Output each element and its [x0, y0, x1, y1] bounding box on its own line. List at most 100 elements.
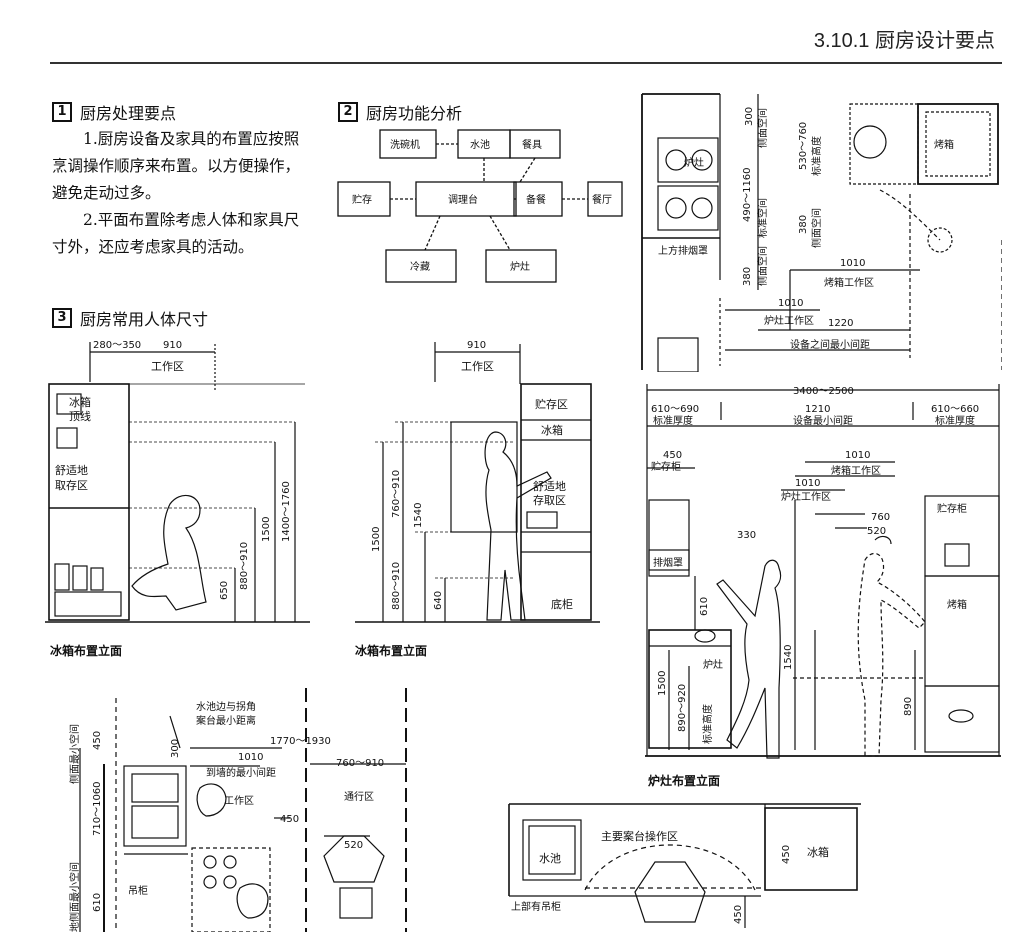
dim-1540: 1540 [413, 503, 424, 528]
fridge-elevation-1: 280～350 910 工作区 冰箱 顶线 舒适地 取存区 650 880～91… [45, 340, 310, 623]
label-to-wall-min: 到墙的最小间距 [206, 766, 276, 779]
label-comfort-b2: 存取区 [533, 493, 566, 507]
label-side-space-b: 侧面空间 [756, 246, 769, 286]
label-sink-corner-1: 水池边与拐角 [196, 700, 256, 713]
caption-fridge-2: 冰箱布置立面 [355, 644, 428, 658]
dim-610-690: 610～690 [651, 404, 699, 415]
label-exhaust-hood: 排烟罩 [653, 556, 683, 569]
label-work-zone-b: 工作区 [461, 360, 494, 373]
section2-title: 厨房功能分析 [366, 104, 463, 123]
dim-710-1060: 710～1060 [92, 781, 103, 836]
label-oven-plan: 烤箱 [934, 138, 954, 151]
label-oven-elev: 烤箱 [947, 598, 967, 611]
node-dining: 餐厅 [592, 193, 612, 206]
label-oven-work-zone-b: 烤箱工作区 [831, 464, 881, 477]
dim-640: 640 [433, 591, 444, 610]
label-standard-space: 标准空间 [756, 198, 769, 238]
label-passage-zone: 通行区 [344, 790, 374, 803]
dim-280-350: 280～350 [93, 340, 141, 351]
label-equip-min-gap: 设备最小间距 [793, 414, 853, 427]
section2-number: 2 [338, 102, 358, 122]
dim-610-sink: 610 [92, 893, 103, 912]
dim-1010-stove-a: 1010 [845, 450, 870, 461]
label-stove-plan: 炉灶 [684, 156, 704, 169]
dim-520-sink: 520 [344, 840, 363, 851]
label-fridge-b: 冰箱 [541, 423, 563, 437]
dim-530-760: 530～760 [798, 122, 809, 170]
node-serving: 备餐 [526, 193, 546, 206]
label-side-space-a: 侧面空间 [756, 108, 769, 148]
dim-880-910: 880～910 [239, 542, 250, 590]
dim-1210: 1210 [805, 404, 830, 415]
function-diagram: 洗碗机 水池 餐具 贮存 调理台 备餐 餐厅 冷藏 炉灶 [337, 129, 623, 283]
dim-3400-2500: 3400～2500 [793, 386, 854, 397]
dim-610-stove: 610 [699, 597, 710, 616]
node-box-fridge [385, 249, 457, 283]
node-dishwasher: 洗碗机 [390, 138, 420, 151]
label-top-line: 顶线 [69, 409, 91, 423]
dim-1010-stove-b: 1010 [795, 478, 820, 489]
label-std-height: 标准高度 [701, 704, 714, 744]
label-oven-work-zone: 烤箱工作区 [824, 276, 874, 289]
dim-300-sink: 300 [170, 739, 181, 758]
label-min-gap: 设备之间最小间距 [790, 338, 870, 351]
label-fridge: 冰箱 [69, 395, 91, 409]
section3-title: 厨房常用人体尺寸 [80, 310, 209, 329]
dim-450-sink: 450 [92, 731, 103, 750]
page-header-title: 3.10.1 厨房设计要点 [813, 30, 995, 52]
node-tableware: 餐具 [522, 138, 542, 151]
section3-number: 3 [52, 308, 72, 328]
label-floor-side-min-space: 地侧面最小空间 [68, 862, 81, 932]
dim-1540-stove: 1540 [783, 645, 794, 670]
label-main-counter-zone: 主要案台操作区 [601, 829, 678, 843]
dim-1220: 1220 [828, 318, 853, 329]
label-std-thickness-a: 标准厚度 [653, 414, 693, 427]
label-upper-cabinet: 上部有吊柜 [511, 900, 561, 913]
label-standard-height: 标准高度 [810, 136, 823, 176]
label-comfort-b1: 舒适地 [533, 479, 566, 493]
label-work-zone-sink: 工作区 [224, 795, 254, 807]
label-stove-elev: 炉灶 [703, 658, 723, 671]
dim-1500-b: 1500 [371, 527, 382, 552]
dim-450-counter-b: 450 [733, 905, 744, 924]
dim-1400-1760: 1400～1760 [281, 481, 292, 542]
dim-1770-1930: 1770～1930 [270, 736, 331, 747]
label-storage-cab-a: 贮存柜 [651, 460, 681, 473]
node-stove: 炉灶 [510, 260, 530, 273]
section1-paragraph-1: 1.厨房设备及家具的布置应按照烹调操作顺序来布置。以方便操作，避免走动过多。 [52, 130, 301, 202]
section1-title: 厨房处理要点 [80, 104, 177, 123]
dim-1010-top-a: 1010 [840, 258, 865, 269]
node-fridge: 冷藏 [410, 260, 430, 273]
section1-heading: 1 厨房处理要点 [52, 100, 176, 124]
dim-450-counter-a: 450 [781, 845, 792, 864]
node-sink: 水池 [470, 138, 490, 151]
label-side-space-c: 侧面空间 [810, 208, 823, 248]
node-prep-counter: 调理台 [448, 193, 478, 206]
section1-number: 1 [52, 102, 72, 122]
node-storage: 贮存 [352, 193, 372, 206]
label-storage-cab-b: 贮存柜 [937, 502, 967, 515]
section3-heading: 3 厨房常用人体尺寸 [52, 306, 208, 330]
label-hood-above: 上方排烟罩 [658, 244, 708, 257]
label-base-cabinet: 底柜 [551, 597, 573, 611]
label-comfort-2: 取存区 [55, 478, 88, 492]
dim-880-910-b: 880～910 [391, 562, 402, 610]
stove-oven-plan: 300 490～1160 380 530～760 380 1010 1010 1… [641, 93, 1002, 372]
label-stove-work-zone-b: 炉灶工作区 [781, 490, 831, 503]
caption-stove: 炉灶布置立面 [648, 774, 721, 788]
dim-490-1160: 490～1160 [742, 167, 753, 222]
dim-760-910-sink: 760～910 [336, 758, 384, 769]
label-std-thickness-b: 标准厚度 [935, 414, 975, 427]
dim-910-b: 910 [467, 340, 486, 351]
caption-fridge-1: 冰箱布置立面 [50, 644, 123, 658]
dim-760-910: 760～910 [391, 470, 402, 518]
stove-elevation: 3400～2500 610～690 1210 610～660 标准厚度 设备最小… [645, 384, 1001, 759]
label-wall-cabinet: 吊柜 [128, 884, 148, 897]
fridge-elevation-2: 910 工作区 贮存区 冰箱 舒适地 存取区 底柜 1500 760～910 1… [355, 340, 600, 623]
counter-plan: 主要案台操作区 水池 冰箱 上部有吊柜 450 450 [508, 803, 861, 928]
dim-380-mid: 380 [798, 215, 809, 234]
label-sink-corner-2: 案台最小距离 [196, 714, 256, 727]
dim-910: 910 [163, 340, 182, 351]
dim-1500: 1500 [261, 517, 272, 542]
dim-520: 520 [867, 526, 886, 537]
